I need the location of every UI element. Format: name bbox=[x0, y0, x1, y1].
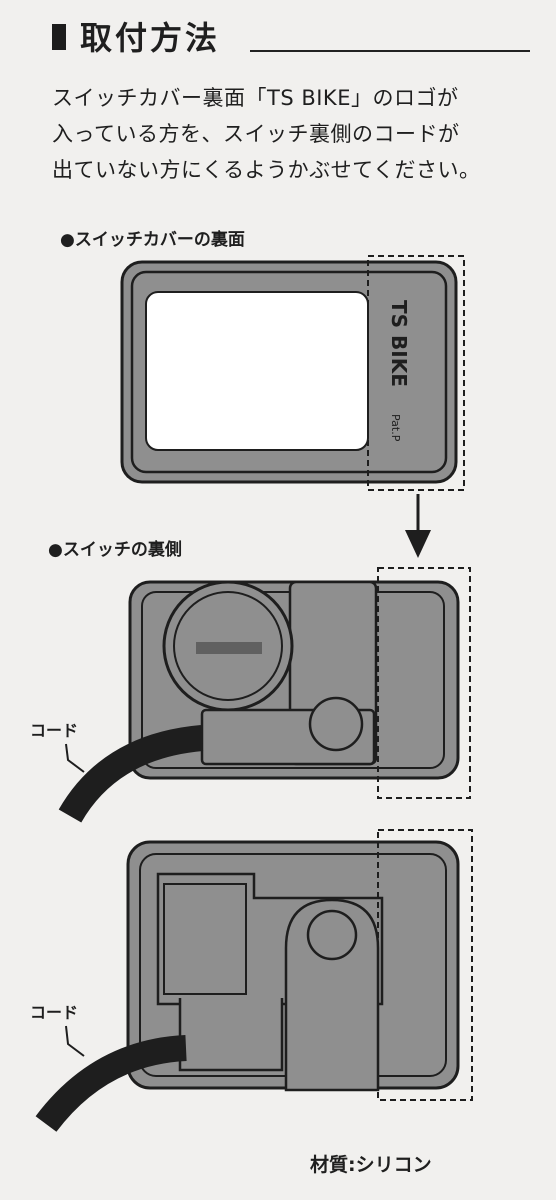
switch-back-label: ●スイッチの裏側 bbox=[48, 540, 182, 560]
cord-label-2: コード bbox=[30, 1003, 78, 1022]
instruction-line-1: スイッチカバー裏面「TS BIKE」のロゴが bbox=[52, 86, 459, 110]
header-underline bbox=[250, 50, 530, 52]
header-square-bullet bbox=[52, 24, 66, 50]
instruction-line-2: 入っている方を、スイッチ裏側のコードが bbox=[52, 122, 460, 146]
cord-label-1: コード bbox=[30, 721, 78, 740]
instruction-line-3: 出ていない方にくるようかぶせてください。 bbox=[52, 158, 481, 182]
section-title: 取付方法 bbox=[80, 19, 221, 57]
switch-back-illustration: コード bbox=[30, 567, 471, 823]
down-arrow-icon bbox=[405, 494, 431, 558]
cover-patent-text: Pat.P bbox=[389, 414, 402, 442]
cover-back-label: ●スイッチカバーの裏面 bbox=[60, 230, 245, 250]
logo-dashed-highlight bbox=[367, 255, 465, 491]
instruction-text: スイッチカバー裏面「TS BIKE」のロゴが 入っている方を、スイッチ裏側のコー… bbox=[52, 80, 542, 188]
switch-covered-illustration: コード bbox=[30, 829, 473, 1132]
cover-back-illustration: TS BIKE Pat.P bbox=[120, 255, 465, 491]
material-note: 材質:シリコン bbox=[310, 1154, 432, 1176]
cover-logo-text: TS BIKE bbox=[387, 300, 411, 387]
section-header: 取付方法 bbox=[50, 12, 530, 60]
